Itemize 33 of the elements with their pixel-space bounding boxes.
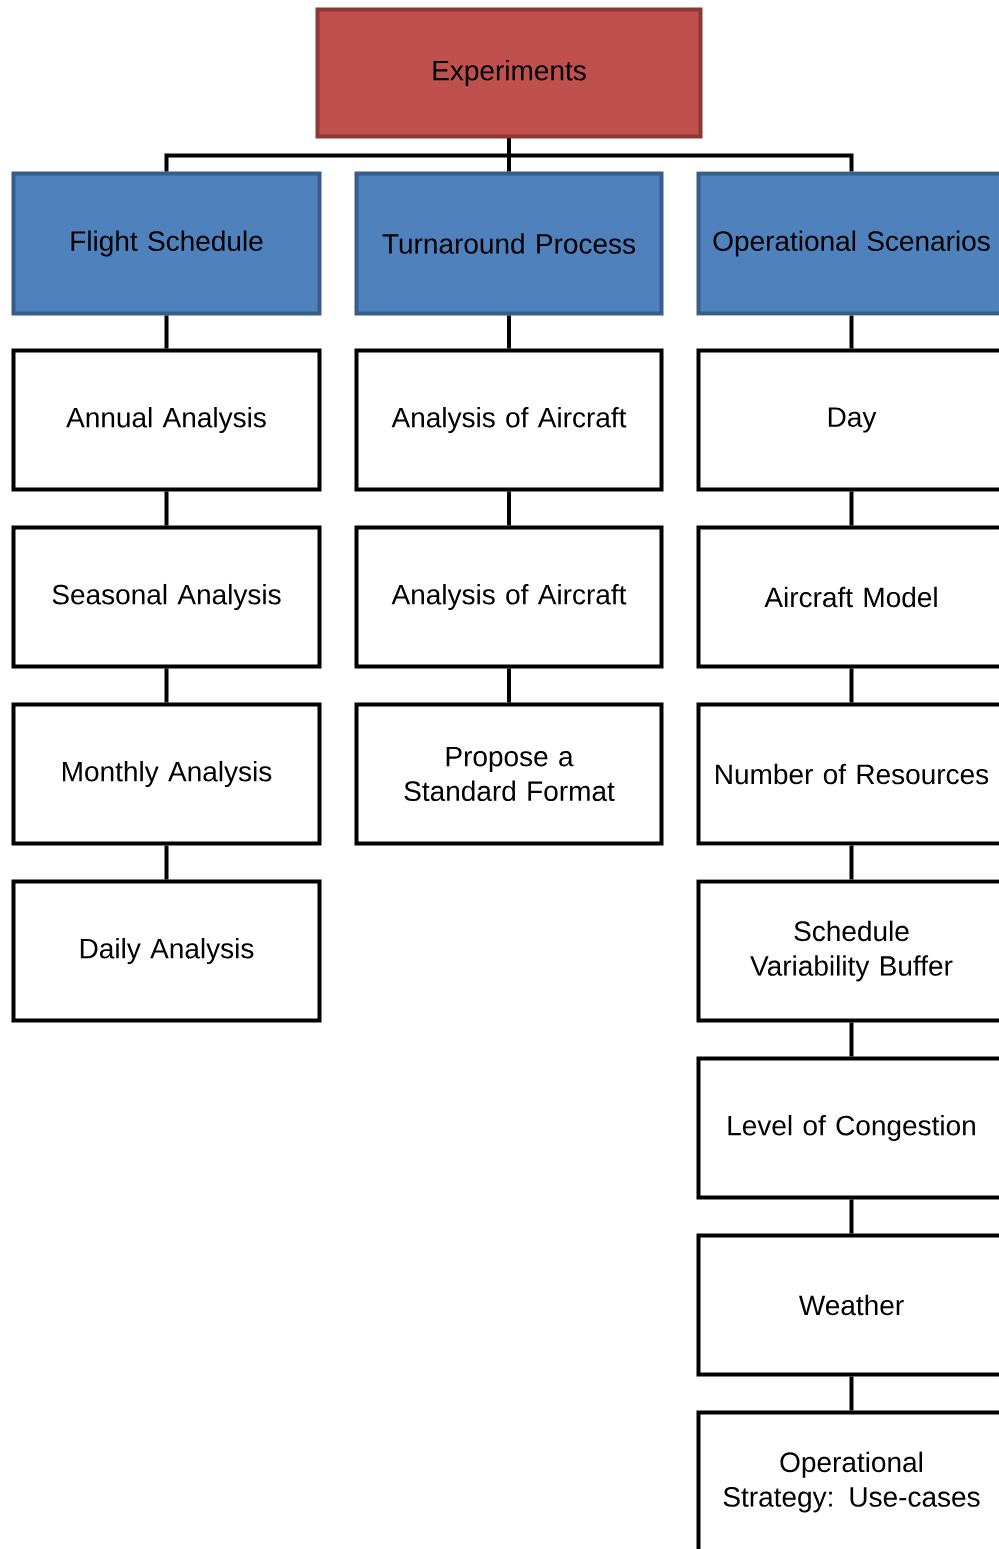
process-box: Annual Analysis [11, 348, 322, 492]
process-box: Analysis of Aircraft [354, 525, 664, 669]
connector-line [164, 315, 169, 349]
connector-line [507, 315, 511, 349]
connector-line [507, 668, 511, 703]
category-box: Flight Schedule [11, 171, 322, 316]
process-box: Seasonal Analysis [11, 525, 322, 669]
connector-line [849, 1199, 854, 1234]
connector-line [849, 1376, 854, 1411]
process-box: Analysis of Aircraft [354, 348, 664, 492]
category-box: Turnaround Process [354, 171, 664, 316]
connector-line [507, 491, 511, 526]
process-box: Experiments [315, 7, 703, 139]
connector-line [507, 138, 854, 172]
category-box: Operational Scenarios [696, 171, 999, 316]
process-box: Propose a Standard Format [354, 702, 664, 846]
process-box: Operational Strategy: Use-cases [696, 1410, 999, 1549]
process-box: Number of Resources [696, 702, 999, 846]
process-box: Day [696, 348, 999, 492]
process-box: Aircraft Model [696, 525, 999, 669]
connector-line [849, 491, 854, 526]
process-box: Daily Analysis [11, 879, 322, 1023]
connector-line [164, 491, 169, 526]
process-box: Schedule Variability Buffer [696, 879, 999, 1023]
process-box: Level of Congestion [696, 1056, 999, 1200]
process-box: Monthly Analysis [11, 702, 322, 846]
connector-line [164, 845, 169, 880]
connector-line [849, 845, 854, 880]
connector-line [849, 315, 854, 349]
connector-line [849, 668, 854, 703]
process-box: Weather [696, 1233, 999, 1377]
connector-line [164, 668, 169, 703]
connector-line [849, 1022, 854, 1057]
